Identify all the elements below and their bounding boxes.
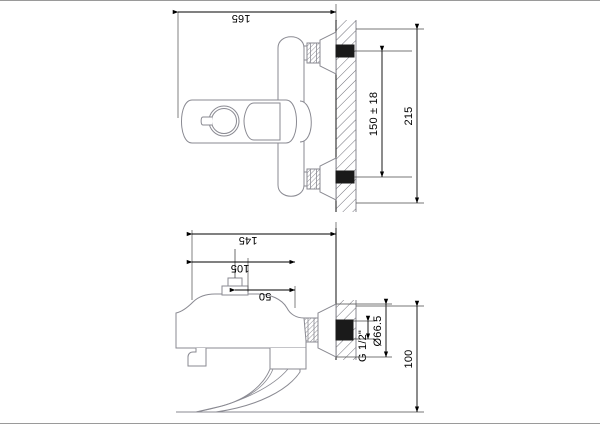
dim-215: 215 [403,23,420,204]
dim-165-label: 165 [232,12,251,24]
front-view-dimensions: 165 150 ± 18 215 [172,4,424,204]
dim-215-label: 215 [403,107,415,126]
mixer-body-side [175,249,340,413]
side-wall-connector [303,303,354,358]
dim-50: 50 [229,287,296,302]
dim-100-label: 100 [403,350,415,369]
mixer-body-front [181,36,312,197]
side-view-dimensions: 145 105 50 G 1/2" Ø66.5 1 [186,222,424,413]
lower-wall-connector [301,157,355,201]
dim-50-label: 50 [259,290,272,302]
dim-diameter-66-5: Ø66.5 [372,298,389,358]
dim-105-label: 105 [231,262,250,274]
dim-105: 105 [186,259,296,274]
dim-165: 165 [172,9,337,24]
dim-145-label: 145 [239,234,258,246]
dim-thread-label: G 1/2" [357,330,369,362]
side-elevation-view [175,228,357,413]
dim-150-pm-18-label: 150 ± 18 [368,92,380,136]
dim-thread-g-half-inch: G 1/2" [357,315,371,362]
dim-diameter-label: Ø66.5 [372,316,384,347]
front-elevation-view [181,20,357,212]
dim-100: 100 [403,300,420,413]
dim-145: 145 [186,231,337,246]
dim-150-pm-18: 150 ± 18 [368,45,385,178]
